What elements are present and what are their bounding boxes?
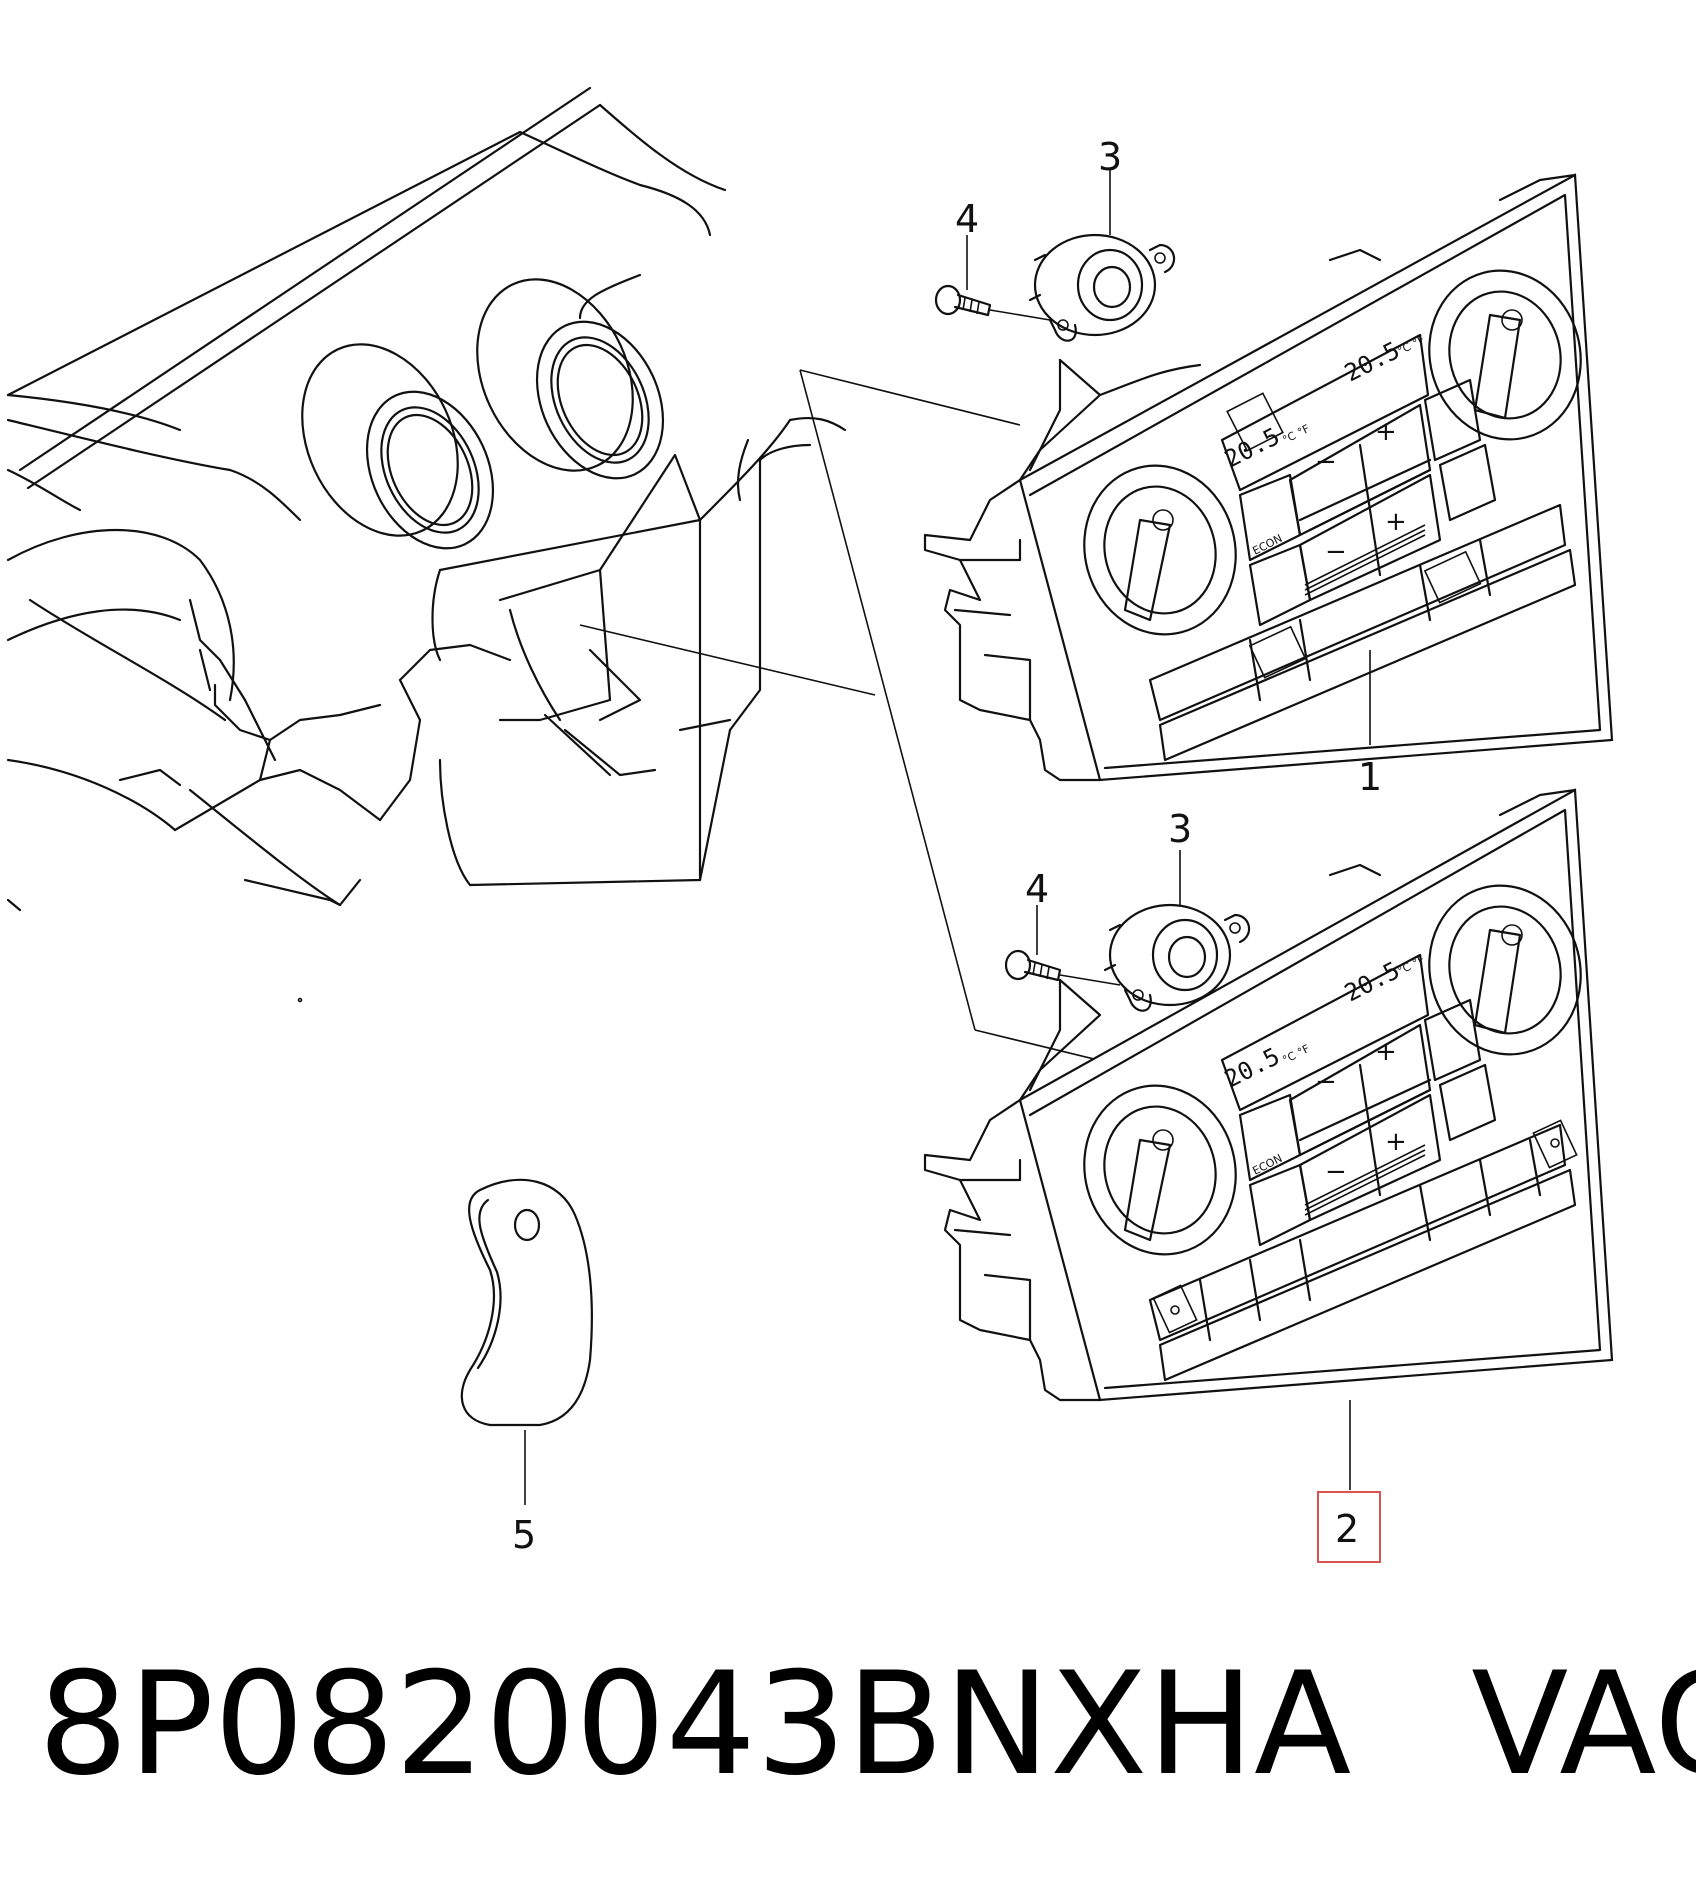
callout-3-lower: 3	[1168, 807, 1192, 851]
panel1-minus-upper: −	[1315, 447, 1337, 477]
callout-leaders	[524, 170, 1371, 1505]
part-5-cover	[460, 1178, 593, 1427]
panel1-plus-lower: +	[1385, 507, 1407, 537]
panel2-minus-upper: −	[1315, 1067, 1337, 1097]
climate-control-panel-2: 20.5 °C °F 20.5 °C °F − + − + ECON	[923, 788, 1614, 1402]
dashboard-illustration	[6, 86, 847, 1003]
panel1-minus-lower: −	[1325, 537, 1347, 567]
part-number: 8P0820043BNXHA	[38, 1642, 1352, 1807]
panel1-plus-upper: +	[1375, 417, 1397, 447]
part-3-upper	[1028, 233, 1176, 342]
callout-2: 2	[1335, 1507, 1359, 1551]
part-caption: 8P0820043BNXHA VAG	[38, 1640, 1696, 1810]
part-3-lower	[1103, 903, 1251, 1012]
callout-3-upper: 3	[1098, 135, 1122, 179]
part-4-lower-screw	[1004, 949, 1121, 986]
callout-5: 5	[512, 1513, 536, 1557]
callout-4-upper: 4	[955, 197, 979, 241]
callout-4-lower: 4	[1025, 867, 1049, 911]
callout-2-highlight	[1317, 1491, 1381, 1563]
climate-control-panel-1: 20.5 °C °F 20.5 °C °F − + − + ECON	[923, 173, 1614, 782]
panel2-plus-lower: +	[1385, 1127, 1407, 1157]
callout-1: 1	[1358, 755, 1382, 799]
brand-name: VAG	[1471, 1642, 1696, 1807]
panel2-minus-lower: −	[1325, 1157, 1347, 1187]
panel2-plus-upper: +	[1375, 1037, 1397, 1067]
part-4-upper-screw	[934, 284, 1051, 321]
